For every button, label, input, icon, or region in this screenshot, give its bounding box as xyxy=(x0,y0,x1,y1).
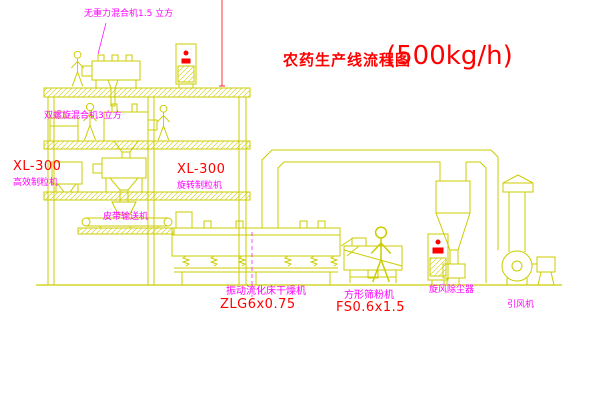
drawing-title: 农药生产线流程图 xyxy=(283,51,412,69)
left-granulator-drawing xyxy=(51,161,83,193)
double-screw-mixer-drawing xyxy=(103,103,158,159)
model-fluid-bed-dryer: ZLG6x0.75 xyxy=(220,297,296,312)
induced-fan-drawing xyxy=(501,250,556,286)
cabinet-indicator-light xyxy=(183,50,189,56)
label-cyclone: 旋风除尘器 xyxy=(429,285,475,295)
drawing-title-capacity: (500kg/h) xyxy=(386,41,513,71)
stack-drawing xyxy=(502,174,534,252)
label-double-screw-mixer: 双螺旋混合机3立方 xyxy=(44,111,122,121)
square-sifter-drawing xyxy=(343,237,403,283)
platform-structure xyxy=(43,87,251,286)
rotary-granulator-drawing xyxy=(92,157,147,203)
model-left-granulator: XL-300 xyxy=(13,159,62,174)
exhaust-duct-drawing xyxy=(261,149,499,283)
label-leader-line xyxy=(97,22,107,55)
belt-conveyor-drawing xyxy=(81,201,173,228)
control-cabinet-top xyxy=(175,43,197,88)
top-mixer-drawing xyxy=(81,54,141,107)
model-right-granulator: XL-300 xyxy=(177,162,226,177)
model-square-sifter: FS0.6x1.5 xyxy=(336,300,406,315)
label-square-sifter: 方形筛粉机 xyxy=(344,290,394,301)
cabinet-red-switch xyxy=(432,247,444,254)
label-right-granulator: 旋转制粒机 xyxy=(177,181,223,191)
label-left-granulator: 高效制粒机 xyxy=(13,178,59,188)
left-machine-level2-drawing xyxy=(49,111,79,142)
label-top-mixer: 无重力混合机1.5 立方 xyxy=(84,9,174,19)
person-figure xyxy=(156,104,171,141)
label-belt-conveyor: 皮带输送机 xyxy=(103,212,149,222)
person-figure xyxy=(370,226,392,283)
label-induced-fan: 引风机 xyxy=(507,300,535,310)
control-cabinet-bottom xyxy=(427,233,449,285)
cabinet-red-switch xyxy=(181,58,191,64)
fluid-bed-dryer-drawing xyxy=(171,211,360,285)
label-fluid-bed-dryer: 振动流化床干燥机 xyxy=(226,286,306,297)
cabinet-indicator-light xyxy=(435,239,441,245)
